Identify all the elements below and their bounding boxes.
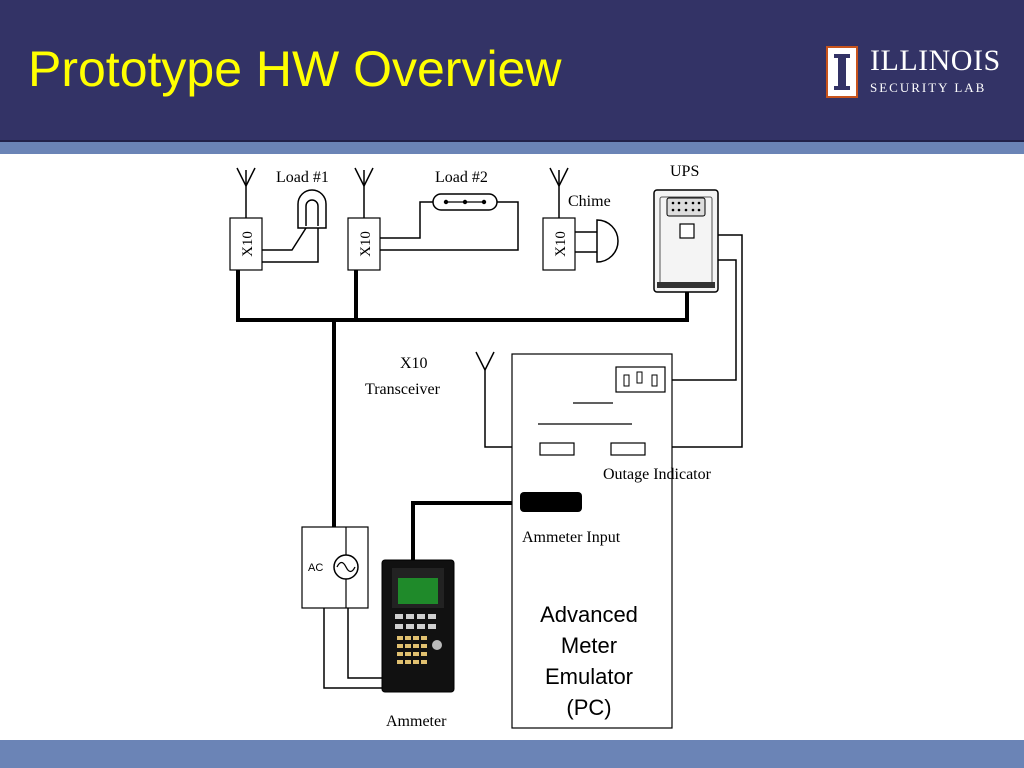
- tube-lamp-icon: [432, 193, 498, 211]
- ups-label: UPS: [670, 163, 699, 180]
- antenna-icon: [354, 167, 374, 187]
- pc-label-line3: Emulator: [545, 664, 633, 689]
- outage-indicator-port: [610, 442, 646, 456]
- ammeter-input-port: [520, 492, 582, 512]
- load1-label: Load #1: [276, 169, 329, 186]
- x10-module-label: X10: [358, 231, 374, 257]
- illinois-security-lab-logo: ILLINOIS SECURITY LAB: [826, 46, 1016, 100]
- antenna-icon: [475, 351, 495, 371]
- illinois-pillar-icon: [826, 46, 858, 98]
- pc-box: [511, 353, 673, 729]
- x10-module-1: X10: [229, 217, 263, 271]
- x10-module-2: X10: [347, 217, 381, 271]
- antenna-icon: [549, 167, 569, 187]
- x10-module-label: X10: [553, 231, 569, 257]
- chime-label: Chime: [568, 193, 611, 210]
- x10-module-3: X10: [542, 217, 576, 271]
- hardware-diagram: X10 X10 X10 Load #1 Load #2 Chime: [229, 163, 743, 730]
- pc-label-line4: (PC): [566, 695, 611, 720]
- power-bus: [236, 270, 689, 560]
- light-bulb-icon: [297, 189, 327, 229]
- load2-label: Load #2: [435, 169, 488, 186]
- logo-subtitle: SECURITY LAB: [870, 80, 987, 95]
- slide-header: Prototype HW Overview ILLINOIS SECURITY …: [0, 0, 1024, 142]
- logo-name: ILLINOIS: [870, 44, 1001, 77]
- pc-label-line2: Meter: [561, 633, 617, 658]
- ups-device-icon: [653, 189, 719, 293]
- slide-title: Prototype HW Overview: [28, 41, 562, 97]
- header-stripe: [0, 142, 1024, 154]
- ac-label: AC: [308, 562, 323, 574]
- ammeter-device-icon: [381, 559, 455, 693]
- ammeter-label: Ammeter: [386, 713, 447, 730]
- chime-icon: [596, 219, 619, 263]
- outage-indicator-label: Outage Indicator: [603, 466, 712, 483]
- x10-transceiver-label-line1: X10: [400, 355, 428, 372]
- x10-transceiver-label-line2: Transceiver: [365, 381, 441, 398]
- ac-source: AC: [301, 526, 369, 609]
- antenna-icon: [236, 167, 256, 187]
- power-outlet-icon: [615, 366, 666, 393]
- pc-label-line1: Advanced: [540, 602, 638, 627]
- ammeter-input-label: Ammeter Input: [522, 529, 621, 546]
- footer-bar: [0, 740, 1024, 768]
- transceiver-port: [539, 442, 575, 456]
- x10-module-label: X10: [240, 231, 256, 257]
